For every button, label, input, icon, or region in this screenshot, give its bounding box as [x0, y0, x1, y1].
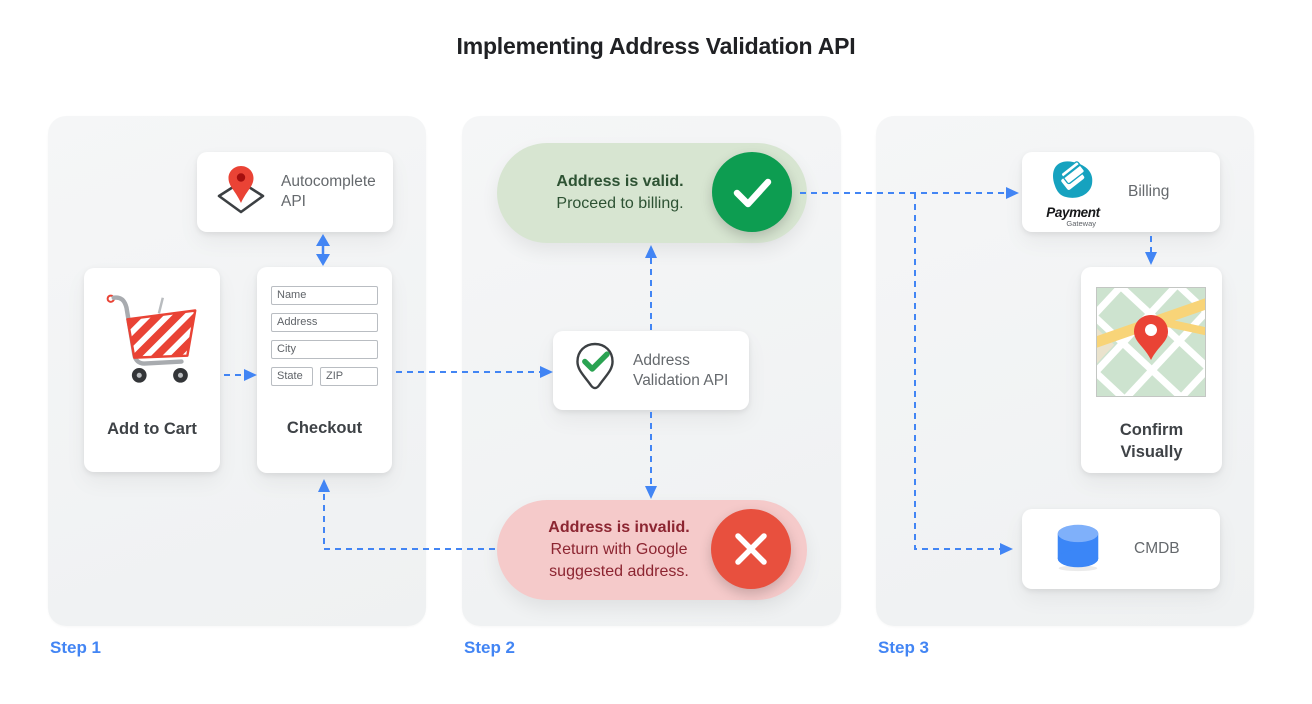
name-field[interactable]: Name [271, 286, 378, 305]
payment-logo-sub: Gateway [1066, 218, 1096, 228]
autocomplete-api-card: Autocomplete API [197, 152, 393, 232]
confirm-visually-card: Confirm Visually [1081, 267, 1222, 473]
step2-label: Step 2 [464, 638, 516, 657]
confirm-visually-label: Confirm Visually [1119, 421, 1184, 461]
address-validation-api-label: Address Validation API [633, 351, 729, 389]
billing-label: Billing [1128, 183, 1170, 200]
autocomplete-api-label: Autocomplete API [281, 173, 376, 210]
checkout-card: Name Address City State ZIP Checkout [257, 267, 392, 473]
state-field[interactable]: State [271, 367, 313, 386]
address-valid-subtitle: Proceed to billing. [556, 195, 684, 212]
address-invalid-text: Address is invalid. Return with Google s… [519, 517, 719, 583]
address-valid-pill: Address is valid. Proceed to billing. [497, 143, 807, 243]
checkout-label: Checkout [286, 419, 363, 437]
pin-check-icon [571, 340, 619, 401]
map-thumbnail [1096, 287, 1206, 402]
address-invalid-subtitle: Return with Google suggested address. [549, 541, 689, 580]
database-icon [1050, 521, 1106, 578]
check-circle-icon [712, 152, 792, 232]
step3-label: Step 3 [878, 638, 930, 657]
step1-label: Step 1 [50, 638, 102, 657]
add-to-cart-label: Add to Cart [107, 420, 197, 438]
billing-card: Payment Gateway Billing [1022, 152, 1220, 232]
payment-gateway-logo: Payment Gateway [1042, 157, 1104, 228]
address-valid-text: Address is valid. Proceed to billing. [525, 171, 715, 215]
address-field[interactable]: Address [271, 313, 378, 332]
zip-field[interactable]: ZIP [320, 367, 378, 386]
address-valid-title: Address is valid. [556, 173, 684, 190]
payment-logo-name: Payment [1046, 204, 1100, 220]
x-circle-icon [711, 509, 791, 589]
cmdb-card: CMDB [1022, 509, 1220, 589]
shopping-cart-icon [98, 284, 206, 397]
map-pin-diamond-icon [213, 162, 269, 223]
cmdb-label: CMDB [1134, 540, 1180, 557]
address-invalid-title: Address is invalid. [548, 519, 690, 536]
address-invalid-pill: Address is invalid. Return with Google s… [497, 500, 807, 600]
add-to-cart-card: Add to Cart [84, 268, 220, 472]
city-field[interactable]: City [271, 340, 378, 359]
address-validation-api-card: Address Validation API [553, 331, 749, 410]
page-title: Implementing Address Validation API [456, 33, 856, 59]
